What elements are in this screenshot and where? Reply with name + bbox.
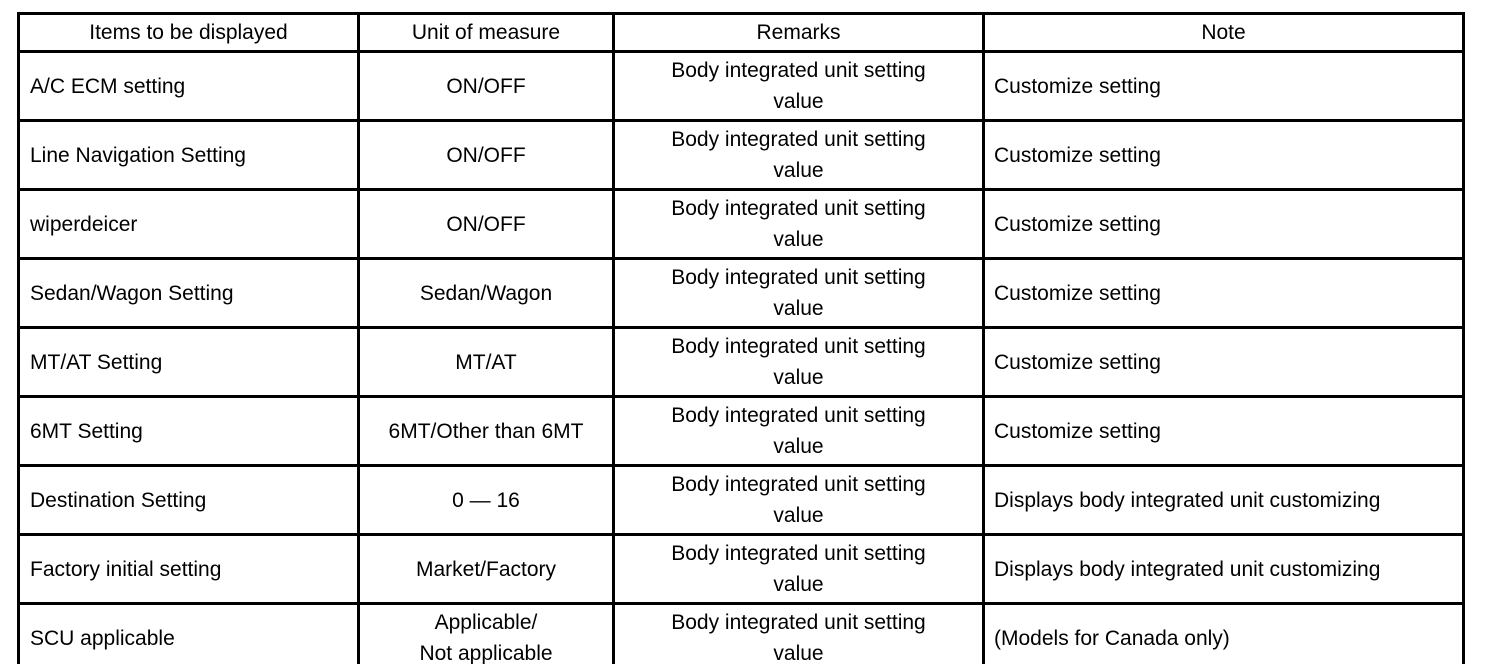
cell-remarks: Body integrated unit setting value bbox=[612, 257, 985, 329]
table-row: Sedan/Wagon Setting Sedan/Wagon Body int… bbox=[17, 257, 1465, 329]
cell-remarks: Body integrated unit setting value bbox=[612, 602, 985, 664]
table-row: wiperdeicer ON/OFF Body integrated unit … bbox=[17, 188, 1465, 260]
cell-note: (Models for Canada only) bbox=[982, 602, 1465, 664]
table-row: 6MT Setting 6MT/Other than 6MT Body inte… bbox=[17, 395, 1465, 467]
cell-unit: 0 — 16 bbox=[357, 464, 615, 536]
table-row: SCU applicable Applicable/ Not applicabl… bbox=[17, 602, 1465, 664]
cell-item: Sedan/Wagon Setting bbox=[17, 257, 360, 329]
cell-remarks: Body integrated unit setting value bbox=[612, 395, 985, 467]
cell-item: Factory initial setting bbox=[17, 533, 360, 605]
cell-remarks: Body integrated unit setting value bbox=[612, 533, 985, 605]
column-header-remarks: Remarks bbox=[612, 12, 985, 53]
cell-note: Customize setting bbox=[982, 188, 1465, 260]
cell-item: A/C ECM setting bbox=[17, 50, 360, 122]
table-row: A/C ECM setting ON/OFF Body integrated u… bbox=[17, 50, 1465, 122]
cell-unit: Applicable/ Not applicable bbox=[357, 602, 615, 664]
column-header-unit-of-measure: Unit of measure bbox=[357, 12, 615, 53]
cell-unit: Market/Factory bbox=[357, 533, 615, 605]
cell-remarks: Body integrated unit setting value bbox=[612, 326, 985, 398]
table-header-row: Items to be displayed Unit of measure Re… bbox=[17, 12, 1465, 53]
cell-note: Customize setting bbox=[982, 50, 1465, 122]
cell-item: SCU applicable bbox=[17, 602, 360, 664]
cell-unit: ON/OFF bbox=[357, 50, 615, 122]
display-items-table: Items to be displayed Unit of measure Re… bbox=[17, 12, 1465, 664]
cell-remarks: Body integrated unit setting value bbox=[612, 464, 985, 536]
cell-remarks: Body integrated unit setting value bbox=[612, 50, 985, 122]
table-row: MT/AT Setting MT/AT Body integrated unit… bbox=[17, 326, 1465, 398]
cell-item: MT/AT Setting bbox=[17, 326, 360, 398]
cell-unit: MT/AT bbox=[357, 326, 615, 398]
cell-note: Displays body integrated unit customizin… bbox=[982, 464, 1465, 536]
cell-unit: Sedan/Wagon bbox=[357, 257, 615, 329]
cell-remarks: Body integrated unit setting value bbox=[612, 119, 985, 191]
column-header-note: Note bbox=[982, 12, 1465, 53]
cell-note: Displays body integrated unit customizin… bbox=[982, 533, 1465, 605]
cell-unit: 6MT/Other than 6MT bbox=[357, 395, 615, 467]
cell-item: 6MT Setting bbox=[17, 395, 360, 467]
cell-note: Customize setting bbox=[982, 257, 1465, 329]
table-row: Factory initial setting Market/Factory B… bbox=[17, 533, 1465, 605]
cell-note: Customize setting bbox=[982, 119, 1465, 191]
cell-note: Customize setting bbox=[982, 326, 1465, 398]
cell-note: Customize setting bbox=[982, 395, 1465, 467]
cell-unit: ON/OFF bbox=[357, 119, 615, 191]
cell-item: wiperdeicer bbox=[17, 188, 360, 260]
cell-item: Destination Setting bbox=[17, 464, 360, 536]
table-row: Line Navigation Setting ON/OFF Body inte… bbox=[17, 119, 1465, 191]
table-row: Destination Setting 0 — 16 Body integrat… bbox=[17, 464, 1465, 536]
cell-unit: ON/OFF bbox=[357, 188, 615, 260]
column-header-items-to-be-displayed: Items to be displayed bbox=[17, 12, 360, 53]
cell-remarks: Body integrated unit setting value bbox=[612, 188, 985, 260]
cell-item: Line Navigation Setting bbox=[17, 119, 360, 191]
